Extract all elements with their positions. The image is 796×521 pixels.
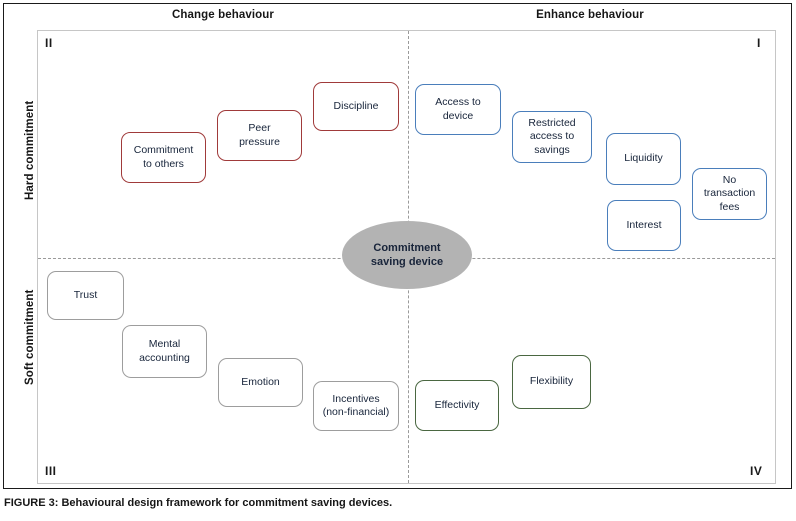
node-peer-pressure[interactable]: Peer pressure <box>217 110 302 161</box>
node-text-line2: pressure <box>239 135 280 148</box>
node-text-line1: Restricted <box>528 117 576 130</box>
node-trust[interactable]: Trust <box>47 271 124 320</box>
node-text-line1: Interest <box>626 218 662 231</box>
quadrant-label-i: I <box>757 36 761 50</box>
node-text-line2: access to <box>529 130 575 143</box>
node-text-line2: accounting <box>139 351 190 364</box>
node-text-line2: to others <box>143 157 184 170</box>
node-restricted-access-to-savings[interactable]: Restricted access to savings <box>512 111 592 163</box>
node-text-line2: device <box>442 109 474 122</box>
node-text-line1: Incentives <box>332 392 380 405</box>
node-commitment-to-others[interactable]: Commitment to others <box>121 132 206 183</box>
node-text-line1: Commitment <box>133 144 194 157</box>
node-text-line1: Discipline <box>333 99 379 112</box>
node-text-line1: Mental <box>148 338 181 351</box>
quadrant-label-iii: III <box>45 464 57 478</box>
node-text-line2: transaction <box>703 187 756 200</box>
node-mental-accounting[interactable]: Mental accounting <box>122 325 207 378</box>
node-flexibility[interactable]: Flexibility <box>512 355 591 409</box>
node-text-line1: Trust <box>73 288 98 301</box>
node-text-line3: fees <box>719 200 740 213</box>
node-text-line1: Liquidity <box>624 152 663 165</box>
node-access-to-device[interactable]: Access to device <box>415 84 501 135</box>
node-emotion[interactable]: Emotion <box>218 358 303 407</box>
node-effectivity[interactable]: Effectivity <box>415 380 499 431</box>
column-header-enhance-behaviour: Enhance behaviour <box>536 9 644 21</box>
column-header-change-behaviour: Change behaviour <box>172 9 274 21</box>
node-text-line1: Emotion <box>241 375 280 388</box>
node-no-transaction-fees[interactable]: No transaction fees <box>692 168 767 220</box>
center-node-commitment-saving-device[interactable]: Commitment saving device <box>342 221 472 289</box>
center-node-line2: saving device <box>370 256 444 268</box>
row-label-soft-commitment: Soft commitment <box>24 289 36 385</box>
quadrant-label-ii: II <box>45 36 53 50</box>
quadrant-label-iv: IV <box>750 464 763 478</box>
row-label-hard-commitment: Hard commitment <box>24 100 36 200</box>
node-text-line1: Access to <box>435 96 481 109</box>
node-text-line1: Flexibility <box>529 375 574 388</box>
node-text-line1: Peer <box>248 122 271 135</box>
node-text-line1: No <box>722 174 737 187</box>
node-text-line2: (non-financial) <box>322 406 390 418</box>
node-incentives-non-financial[interactable]: Incentives (non-financial) <box>313 381 399 431</box>
node-discipline[interactable]: Discipline <box>313 82 399 131</box>
figure-caption: FIGURE 3: Behavioural design framework f… <box>4 497 393 509</box>
node-interest[interactable]: Interest <box>607 200 681 251</box>
node-text-line1: Effectivity <box>434 398 480 411</box>
node-liquidity[interactable]: Liquidity <box>606 133 681 185</box>
node-text-line3: savings <box>534 143 570 156</box>
center-node-line1: Commitment <box>373 241 441 254</box>
